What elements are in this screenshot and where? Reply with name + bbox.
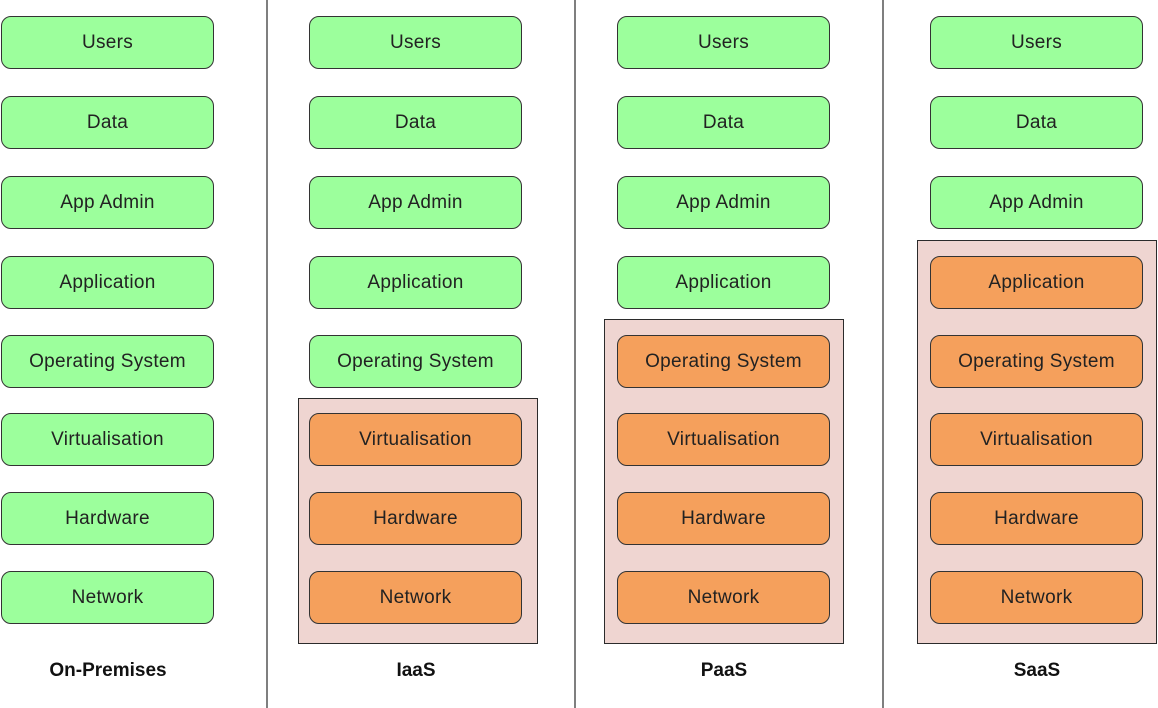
layer-users: Users xyxy=(617,16,830,69)
layer-application: Application xyxy=(1,256,214,309)
layer-data: Data xyxy=(1,96,214,149)
column-paas: Users Data App Admin Application Operati… xyxy=(576,0,882,708)
layer-data: Data xyxy=(930,96,1143,149)
layer-app-admin: App Admin xyxy=(309,176,522,229)
column-label: IaaS xyxy=(396,660,436,681)
column-label: On-Premises xyxy=(49,660,167,681)
layer-virtualisation: Virtualisation xyxy=(930,413,1143,466)
column-iaas: Users Data App Admin Application Operati… xyxy=(268,0,574,708)
layer-users: Users xyxy=(1,16,214,69)
layer-application: Application xyxy=(930,256,1143,309)
column-saas: Users Data App Admin Application Operati… xyxy=(884,0,1158,708)
column-label: SaaS xyxy=(1013,660,1061,681)
layer-application: Application xyxy=(617,256,830,309)
layer-network: Network xyxy=(309,571,522,624)
layer-users: Users xyxy=(309,16,522,69)
layer-network: Network xyxy=(1,571,214,624)
layer-operating-system: Operating System xyxy=(930,335,1143,388)
layer-hardware: Hardware xyxy=(1,492,214,545)
layer-operating-system: Operating System xyxy=(1,335,214,388)
column-label: PaaS xyxy=(700,660,748,681)
column-divider xyxy=(266,0,268,708)
layer-virtualisation: Virtualisation xyxy=(617,413,830,466)
layer-data: Data xyxy=(309,96,522,149)
layer-operating-system: Operating System xyxy=(617,335,830,388)
layer-users: Users xyxy=(930,16,1143,69)
layer-hardware: Hardware xyxy=(309,492,522,545)
layer-app-admin: App Admin xyxy=(617,176,830,229)
layer-virtualisation: Virtualisation xyxy=(1,413,214,466)
layer-operating-system: Operating System xyxy=(309,335,522,388)
layer-hardware: Hardware xyxy=(930,492,1143,545)
column-divider xyxy=(882,0,884,708)
layer-data: Data xyxy=(617,96,830,149)
layer-hardware: Hardware xyxy=(617,492,830,545)
layer-app-admin: App Admin xyxy=(930,176,1143,229)
layer-application: Application xyxy=(309,256,522,309)
layer-virtualisation: Virtualisation xyxy=(309,413,522,466)
column-divider xyxy=(574,0,576,708)
layer-network: Network xyxy=(930,571,1143,624)
layer-app-admin: App Admin xyxy=(1,176,214,229)
column-on-premises: Users Data App Admin Application Operati… xyxy=(0,0,266,708)
layer-network: Network xyxy=(617,571,830,624)
